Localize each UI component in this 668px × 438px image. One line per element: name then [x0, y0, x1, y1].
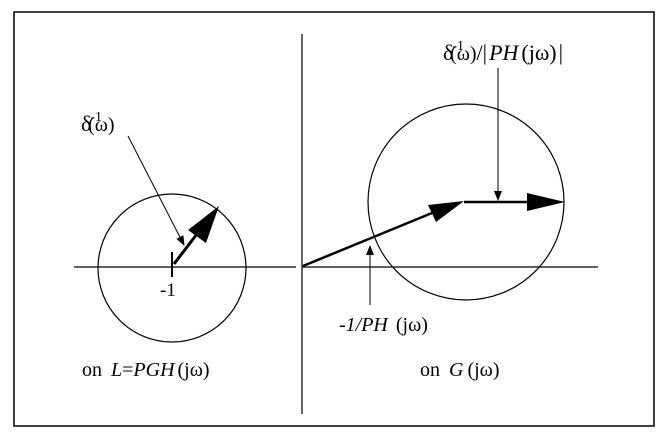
left-radius-arrowhead: [188, 206, 219, 243]
right-caption: on G(jω): [420, 359, 500, 381]
minus-inverse-ph-label: -1/PH(jω): [339, 314, 428, 336]
left-uncertainty-circle: [97, 193, 247, 343]
minus-inverse-ph-arrowhead: [428, 201, 464, 222]
figure-frame: [13, 11, 655, 427]
right-radius-arrowhead: [527, 193, 565, 211]
right-panel: δ-1(ω)/|PH(jω)| -1/PH(jω) on G(jω): [302, 39, 598, 381]
minus-one-label: -1: [160, 280, 176, 301]
right-delta-label: δ-1(ω)/|PH(jω)|: [443, 39, 563, 65]
left-panel: δ-1(ω) -1 on L=PGH(jω): [74, 110, 296, 381]
left-radius-arrow-shaft: [172, 229, 202, 265]
left-delta-leader-line: [127, 135, 185, 246]
left-delta-label: δ-1(ω): [81, 110, 115, 136]
left-caption: on L=PGH(jω): [82, 359, 210, 381]
minus-inverse-ph-vector: [302, 211, 433, 268]
